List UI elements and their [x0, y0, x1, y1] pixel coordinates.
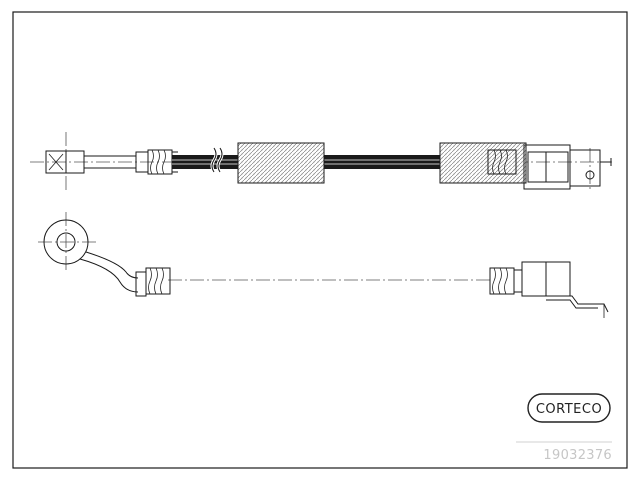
right-crimp-collar	[487, 149, 517, 175]
drawing-frame	[12, 11, 628, 469]
left-tube-nut	[45, 150, 85, 174]
hose-side-view	[30, 132, 612, 192]
protective-sleeve-left	[237, 142, 325, 184]
plan-end-fitting-with-bracket	[514, 261, 609, 318]
brand-name: CORTECO	[536, 402, 602, 417]
part-number-block: 19032376	[516, 441, 612, 463]
left-steel-tube	[84, 151, 149, 173]
right-end-fitting	[523, 144, 612, 190]
banjo-eye-fitting	[43, 219, 147, 297]
plan-right-crimp-collar	[489, 267, 515, 295]
hose-plan-view	[38, 212, 609, 318]
protective-sleeve-right	[439, 142, 527, 184]
part-number: 19032376	[543, 448, 612, 463]
plan-left-crimp-collar	[145, 267, 171, 295]
brand-logo: CORTECO	[527, 393, 611, 423]
brand-logo-border	[527, 393, 611, 423]
